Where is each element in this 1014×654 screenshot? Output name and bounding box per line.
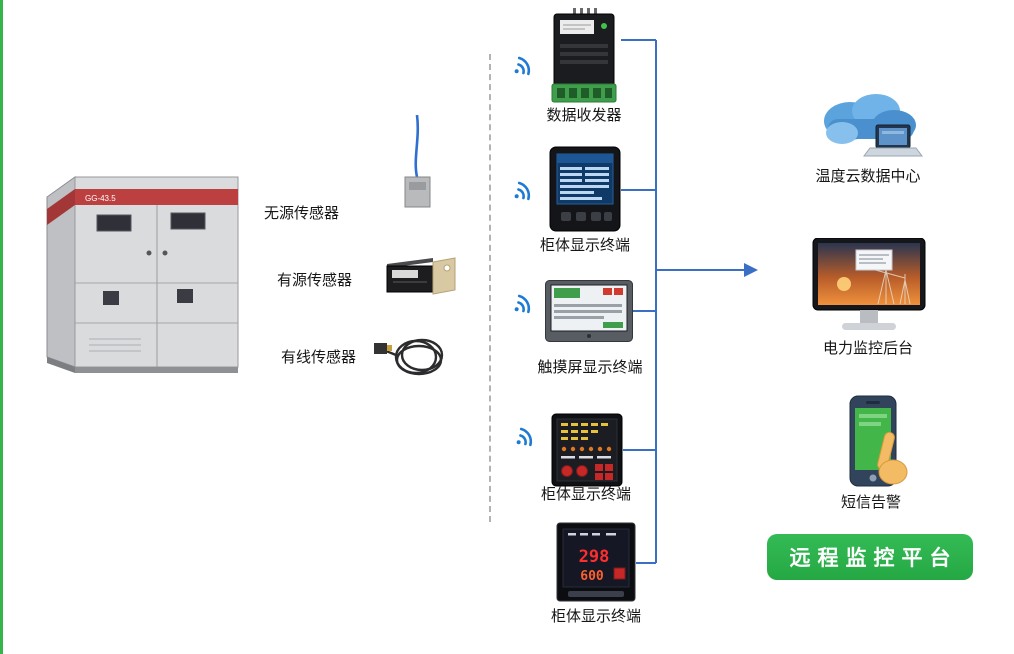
sensor-wire (414, 115, 420, 178)
sensor-label-active: 有源传感器 (277, 272, 353, 289)
sensor-tag (432, 257, 456, 295)
output-label-monitoring: 电力监控后台 (822, 340, 914, 357)
indicator-rows (561, 423, 608, 440)
top-pins (573, 8, 597, 16)
power-monitoring-backend-image (808, 238, 930, 340)
desktop-monitor-icon (812, 238, 926, 330)
cloud-data-center-image (812, 85, 927, 173)
front-buttons (561, 212, 612, 221)
orange-leds (561, 446, 612, 452)
cabinet-model-text: GG-43.5 (85, 194, 116, 203)
wireless-icon (511, 180, 537, 204)
cabinet-display-terminal-image (549, 146, 621, 234)
remote-platform-label: 远程监控平台 (789, 547, 958, 570)
touchscreen-terminal-image (545, 280, 633, 342)
cabinet-red-band (75, 189, 238, 205)
cabinet-window (170, 212, 206, 230)
device-label-cabinet-display-1: 柜体显示终端 (539, 237, 631, 254)
pointing-hand-icon (877, 431, 908, 485)
left-edge-green-strip (0, 0, 3, 654)
device-label-touchscreen: 触摸屏显示终端 (537, 359, 643, 376)
red-button (561, 465, 573, 477)
device-label-cabinet-display-3: 柜体显示终端 (550, 608, 642, 625)
passive-sensor-image (396, 115, 441, 215)
switchgear-cabinet-image: GG-43.5 (45, 163, 240, 375)
status-led (601, 23, 607, 29)
cabinet-display-terminal2-image (551, 413, 623, 487)
device-label-transceiver: 数据收发器 (546, 107, 622, 124)
wireless-icon (511, 55, 537, 79)
cabinet-window (96, 214, 132, 232)
laptop-icon (863, 124, 923, 157)
data-transceiver-image (547, 8, 621, 104)
switchgear-cabinet-drawing: GG-43.5 (46, 176, 239, 373)
red-button (613, 567, 626, 580)
sensor-body (404, 176, 431, 208)
sensor-label-wired: 有线传感器 (281, 349, 357, 366)
active-sensor-image (383, 250, 459, 302)
wired-sensor-image (374, 325, 452, 389)
red-button (576, 465, 588, 477)
secondary-readout: 600 (580, 569, 604, 584)
wireless-icon (513, 426, 539, 450)
output-label-sms: 短信告警 (840, 494, 902, 511)
right-arrow-head (744, 263, 758, 277)
remote-platform-banner: 远程监控平台 (767, 534, 973, 580)
output-label-cloud: 温度云数据中心 (815, 168, 921, 185)
device-label-cabinet-display-2: 柜体显示终端 (540, 486, 632, 503)
cabinet-display-terminal3-image: 298 600 (556, 522, 636, 602)
sensor-label-passive: 无源传感器 (264, 205, 340, 222)
cabinet-red-band-side (47, 189, 75, 225)
sms-alert-image (840, 394, 912, 496)
cabinet-vents (89, 338, 141, 352)
cable-connector (374, 343, 387, 354)
temperature-readout: 298 (579, 547, 610, 567)
dashed-separator-line (489, 54, 491, 522)
wireless-icon (511, 293, 537, 317)
